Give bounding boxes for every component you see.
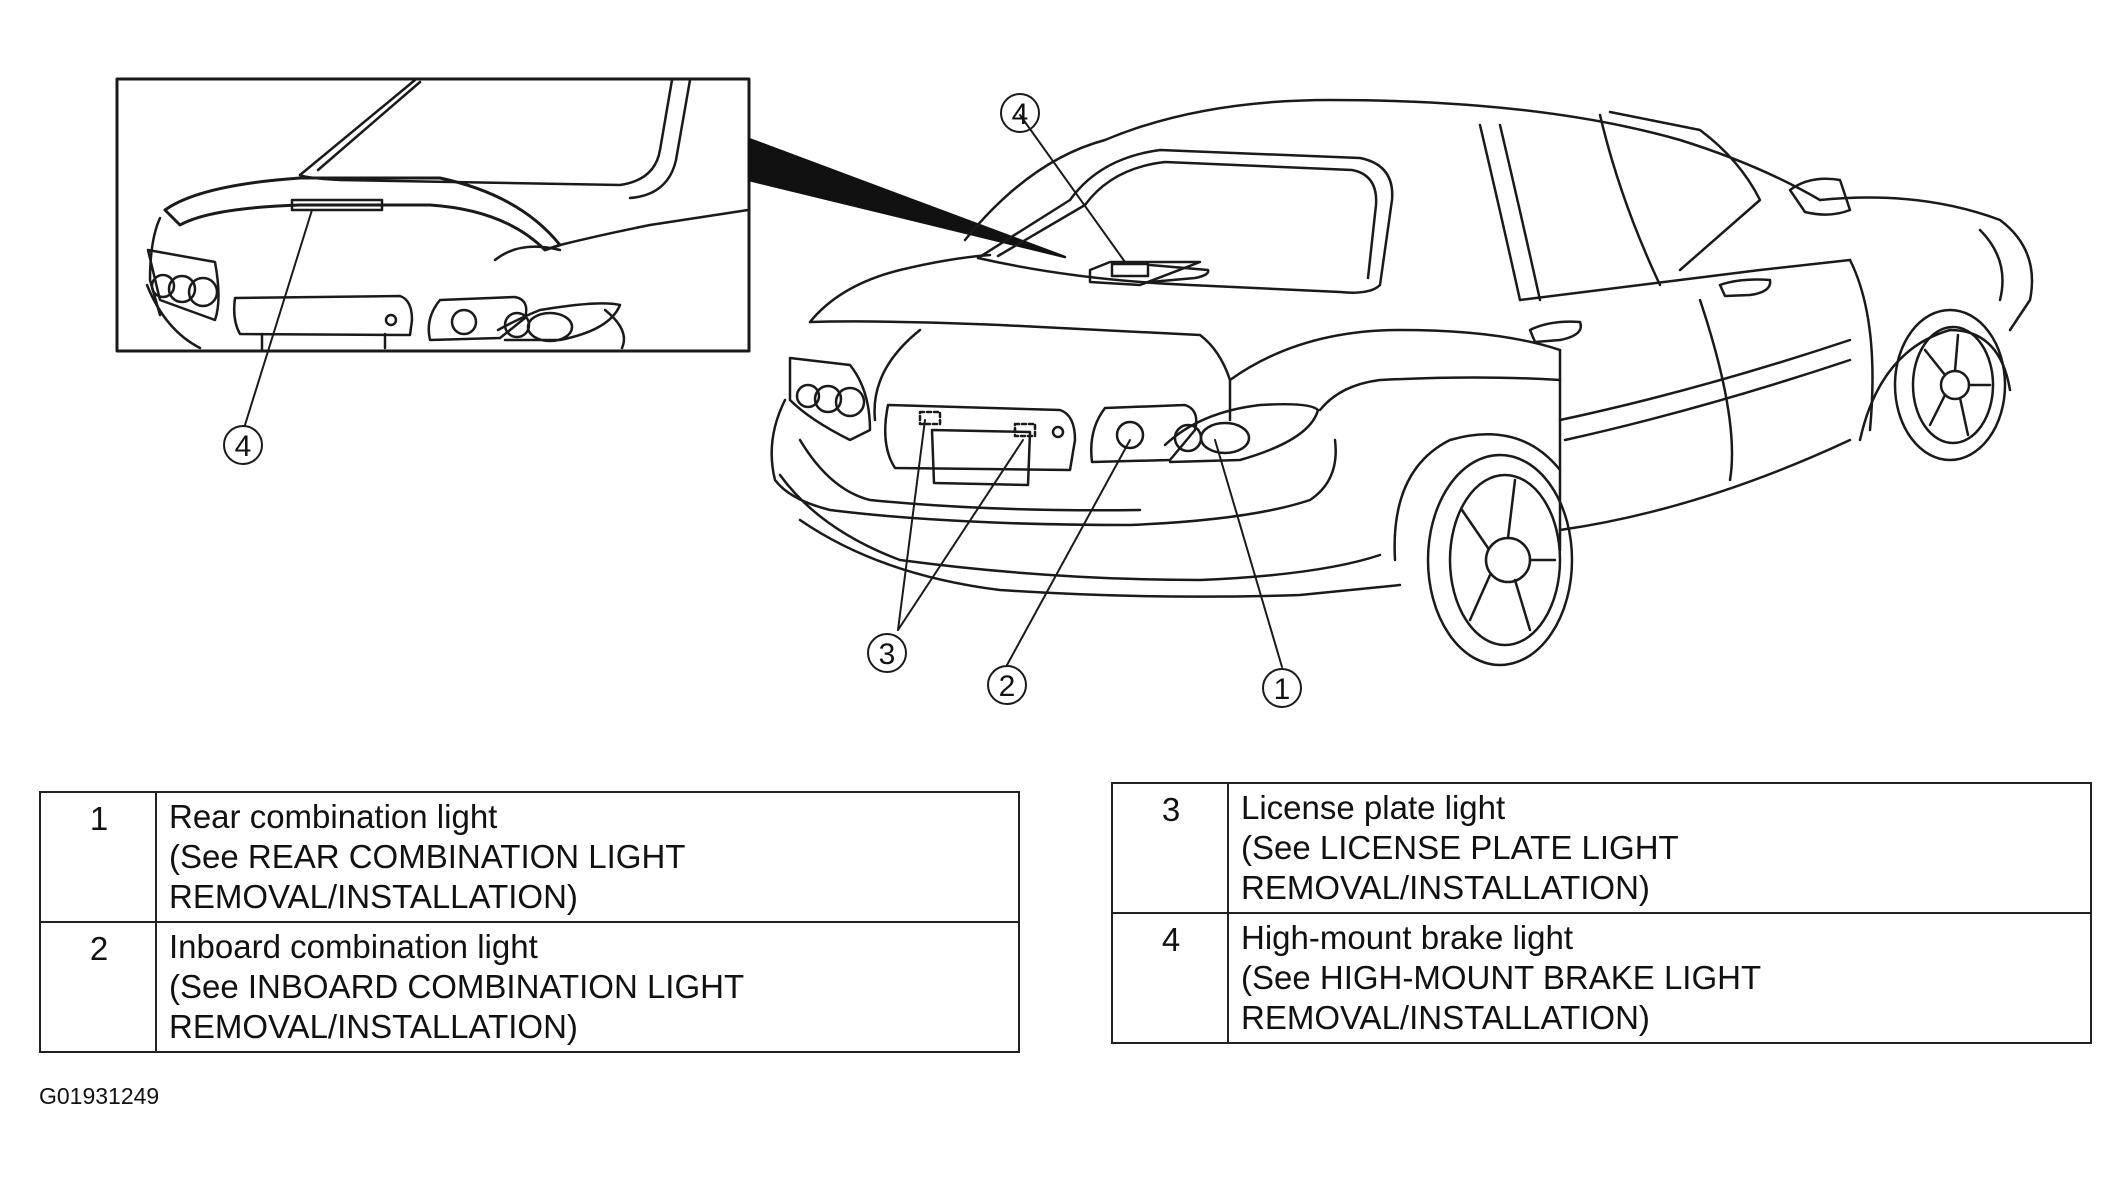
callout-one: 1 (1262, 668, 1302, 708)
legend-number: 1 (39, 791, 157, 923)
inset-detail (115, 77, 751, 353)
legend-line: (See INBOARD COMBINATION LIGHT (169, 968, 745, 1005)
legend-row: 1 Rear combination light (See REAR COMBI… (39, 791, 1020, 923)
callout-two-label: 2 (999, 670, 1016, 703)
legend-table-left: 1 Rear combination light (See REAR COMBI… (39, 791, 1020, 1053)
legend-line: REMOVAL/INSTALLATION) (1241, 999, 1650, 1036)
legend-description: Inboard combination light (See INBOARD C… (155, 921, 1020, 1053)
legend-number: 3 (1111, 782, 1229, 914)
callout-three-label: 3 (879, 638, 896, 671)
legend-line: License plate light (1241, 789, 1506, 826)
legend-description: Rear combination light (See REAR COMBINA… (155, 791, 1020, 923)
callout-four-roof: 4 (1000, 93, 1040, 133)
legend-table-right: 3 License plate light (See LICENSE PLATE… (1111, 782, 2092, 1044)
legend-row: 2 Inboard combination light (See INBOARD… (39, 921, 1020, 1053)
callout-two: 2 (987, 665, 1027, 705)
legend-line: Inboard combination light (169, 928, 538, 965)
legend-description: License plate light (See LICENSE PLATE L… (1227, 782, 2092, 914)
legend-line: (See REAR COMBINATION LIGHT (169, 838, 686, 875)
legend-line: Rear combination light (169, 798, 498, 835)
legend-line: (See HIGH-MOUNT BRAKE LIGHT (1241, 959, 1762, 996)
legend-line: REMOVAL/INSTALLATION) (1241, 869, 1650, 906)
legend-row: 3 License plate light (See LICENSE PLATE… (1111, 782, 2092, 914)
leader-lines (244, 114, 1283, 668)
car-body (770, 98, 2034, 667)
legend-description: High-mount brake light (See HIGH-MOUNT B… (1227, 912, 2092, 1044)
legend-number: 2 (39, 921, 157, 1053)
callout-one-label: 1 (1274, 673, 1291, 706)
callout-three: 3 (867, 633, 907, 673)
callout-four-roof-label: 4 (1012, 98, 1029, 131)
legend-line: REMOVAL/INSTALLATION) (169, 878, 578, 915)
legend-line: REMOVAL/INSTALLATION) (169, 1008, 578, 1045)
callout-four-inset-label: 4 (235, 430, 252, 463)
figure-id: G01931249 (39, 1083, 160, 1109)
legend-row: 4 High-mount brake light (See HIGH-MOUNT… (1111, 912, 2092, 1044)
legend-line: High-mount brake light (1241, 919, 1573, 956)
callout-four-inset: 4 (223, 425, 263, 465)
legend-number: 4 (1111, 912, 1229, 1044)
vehicle-illustration: 4 4 3 2 1 (115, 77, 2034, 708)
legend-line: (See LICENSE PLATE LIGHT (1241, 829, 1679, 866)
zoom-wedge (747, 137, 1067, 259)
